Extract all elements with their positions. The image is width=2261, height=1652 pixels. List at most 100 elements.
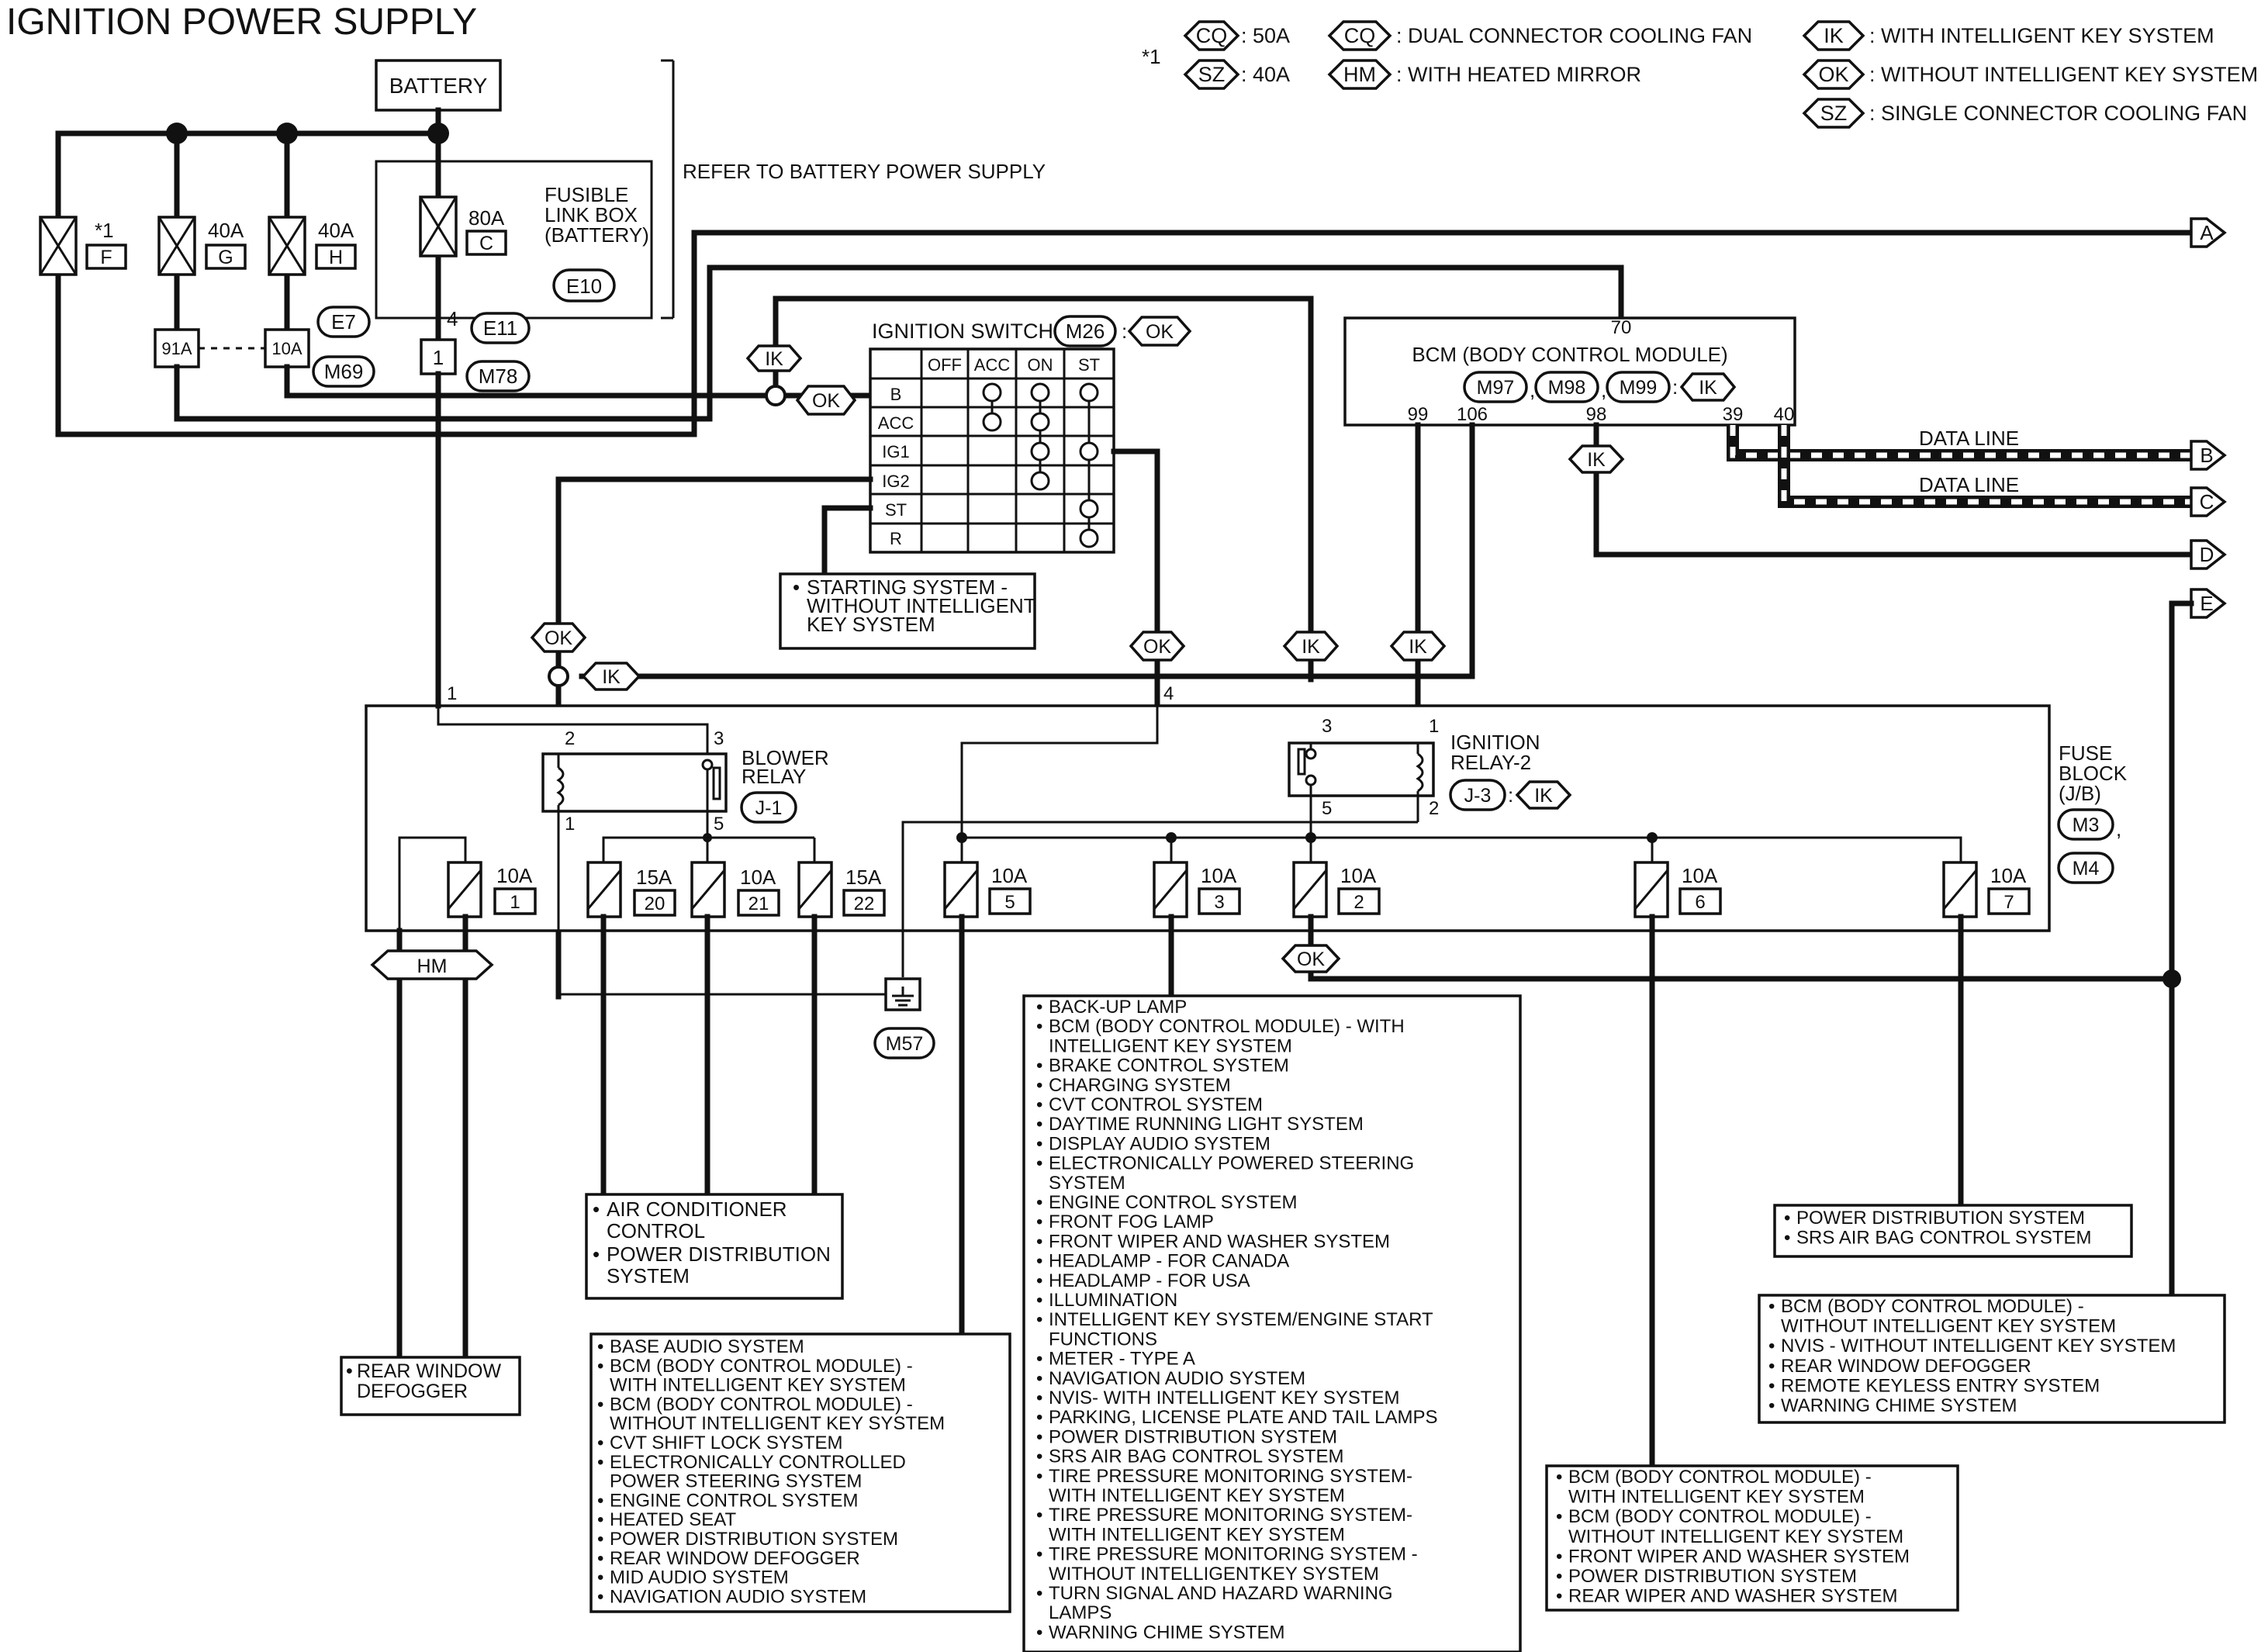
system-list-item: SRS AIR BAG CONTROL SYSTEM — [1049, 1446, 1344, 1467]
system-list-item: BCM (BODY CONTROL MODULE) - — [610, 1394, 913, 1415]
fuse-6-systems-box — [1545, 1464, 1959, 1612]
connector-m97 — [1463, 371, 1528, 403]
junction-dot — [1647, 832, 1658, 843]
legend-item-ok: OK : WITHOUT INTELLIGENT KEY SYSTEM — [1802, 59, 2258, 90]
wire-ig1 — [1111, 448, 1160, 647]
bullet: • — [1036, 1094, 1042, 1115]
system-list-item: ELECTRONICALLY CONTROLLED — [610, 1452, 906, 1473]
fuse-20-rating: 15A — [636, 866, 672, 889]
bullet: • — [1036, 1114, 1042, 1135]
bcm-pin-70: 70 — [1611, 317, 1632, 338]
output-c-label: C — [2200, 490, 2214, 513]
system-list-item: NAVIGATION AUDIO SYSTEM — [1049, 1368, 1305, 1389]
bullet: • — [1036, 1466, 1042, 1487]
bullet: • — [597, 1433, 603, 1453]
fuse-5 — [943, 861, 979, 918]
starting-system-line-1: STARTING SYSTEM - — [807, 575, 1008, 599]
tag-ik-text: IK — [1699, 377, 1717, 399]
ac-line-2: CONTROL — [607, 1219, 705, 1242]
tag-ok-text: OK — [545, 627, 572, 649]
ignition-relay-2 — [1288, 741, 1435, 822]
tag-ik — [1282, 631, 1340, 662]
tag-sz: SZ — [1198, 63, 1226, 86]
bullet: • — [1036, 1583, 1042, 1604]
tag-ik — [1679, 372, 1737, 402]
fuse-3-systems-list: •BACK-UP LAMP•BCM (BODY CONTROL MODULE) … — [1036, 997, 1438, 1643]
fusible-link-label-2: LINK BOX — [545, 203, 638, 226]
pin-91a: 91A — [161, 339, 192, 358]
legend-text-cq: : DUAL CONNECTOR COOLING FAN — [1396, 24, 1752, 47]
bcm-pin-40: 40 — [1774, 404, 1795, 425]
connector-m98 — [1534, 371, 1599, 403]
sep-colon: : — [1508, 783, 1513, 807]
tag-ok — [530, 622, 587, 653]
fusible-link-label-3: (BATTERY) — [545, 223, 649, 247]
tag-ok — [1281, 944, 1341, 973]
tag-ik — [581, 662, 641, 691]
ign-row-r: R — [890, 529, 902, 548]
connector-e10 — [552, 268, 616, 302]
ignition-switch-contacts — [982, 382, 1099, 548]
battery-bracket — [661, 59, 675, 320]
bullet: • — [1036, 997, 1042, 1018]
starting-system-line-3: KEY SYSTEM — [807, 613, 935, 636]
fuse-5-num: 5 — [1004, 892, 1015, 913]
connector-m99-label: M99 — [1620, 377, 1658, 399]
bullet: • — [1768, 1356, 1775, 1377]
fuse-block-pin-1: 1 — [447, 683, 457, 704]
data-line-label-b: DATA LINE — [1919, 427, 2019, 450]
legend-item-hm: HM : WITH HEATED MIRROR — [1327, 59, 1641, 90]
legend-sz-value: : 40A — [1241, 63, 1290, 86]
bullet: • — [1556, 1467, 1562, 1488]
bullet: • — [1036, 1622, 1042, 1643]
pin-4: 4 — [447, 307, 458, 330]
tag-ik-text: IK — [765, 348, 783, 370]
fuse-1 — [447, 861, 482, 918]
bullet: • — [597, 1452, 603, 1473]
bullet: • — [597, 1394, 603, 1415]
bullet: • — [1768, 1375, 1775, 1396]
fuse-6-rating: 10A — [1682, 864, 1718, 887]
system-list-item: BASE AUDIO SYSTEM — [610, 1336, 804, 1357]
fusible-link-f — [39, 216, 78, 276]
bullet: • — [1784, 1228, 1790, 1249]
legend-tag-hm: HM — [1343, 63, 1376, 86]
ign-row-acc: ACC — [878, 413, 914, 433]
bullet: • — [1036, 1211, 1042, 1232]
connector-j3-label: J-3 — [1464, 785, 1492, 807]
output-c: C — [2190, 486, 2227, 517]
bullet: • — [597, 1529, 603, 1550]
wire-80a-to-blower-relay — [437, 706, 709, 754]
fuse-1-rating: 10A — [496, 864, 533, 887]
bcm-pin-106: 106 — [1457, 404, 1488, 425]
sep-colon: : — [1672, 375, 1678, 399]
legend-tag-ok: OK — [1818, 63, 1848, 86]
fuse-3 — [1153, 861, 1188, 918]
blower-relay-pin-2: 2 — [565, 728, 575, 749]
system-list-item: TIRE PRESSURE MONITORING SYSTEM- — [1049, 1466, 1412, 1487]
system-list-item: REAR WIPER AND WASHER SYSTEM — [1568, 1586, 1898, 1607]
fuse-20-num: 20 — [645, 893, 666, 914]
bullet: • — [1036, 1270, 1042, 1291]
system-list-item: TIRE PRESSURE MONITORING SYSTEM - — [1049, 1544, 1418, 1565]
system-list-item: FRONT FOG LAMP — [1049, 1211, 1214, 1232]
legend-item-ik: IK : WITH INTELLIGENT KEY SYSTEM — [1802, 20, 2214, 51]
wire-fuse-2-to-e — [1308, 914, 2175, 982]
data-line-label-c: DATA LINE — [1919, 473, 2019, 496]
output-b-label: B — [2200, 444, 2213, 467]
fusible-link-c-rating: 80A — [468, 206, 505, 230]
bullet: • — [1036, 1192, 1042, 1213]
wire-ik-to-relay — [1091, 295, 1314, 683]
system-list-item: WITH INTELLIGENT KEY SYSTEM — [610, 1375, 906, 1396]
fusible-link-h-rating: 40A — [318, 219, 354, 242]
bullet: • — [1036, 1407, 1042, 1428]
system-list-item: CHARGING SYSTEM — [1049, 1075, 1231, 1096]
output-e: E — [2190, 588, 2227, 619]
connector-m98-label: M98 — [1548, 377, 1586, 399]
blower-relay-pin-1: 1 — [565, 814, 575, 835]
connector-pin-1-box — [420, 338, 457, 375]
fuse-3-systems-box — [1022, 994, 1522, 1652]
system-list-item: MID AUDIO SYSTEM — [610, 1567, 789, 1588]
system-list-item: HEADLAMP - FOR USA — [1049, 1270, 1250, 1291]
bullet: • — [1036, 1290, 1042, 1311]
